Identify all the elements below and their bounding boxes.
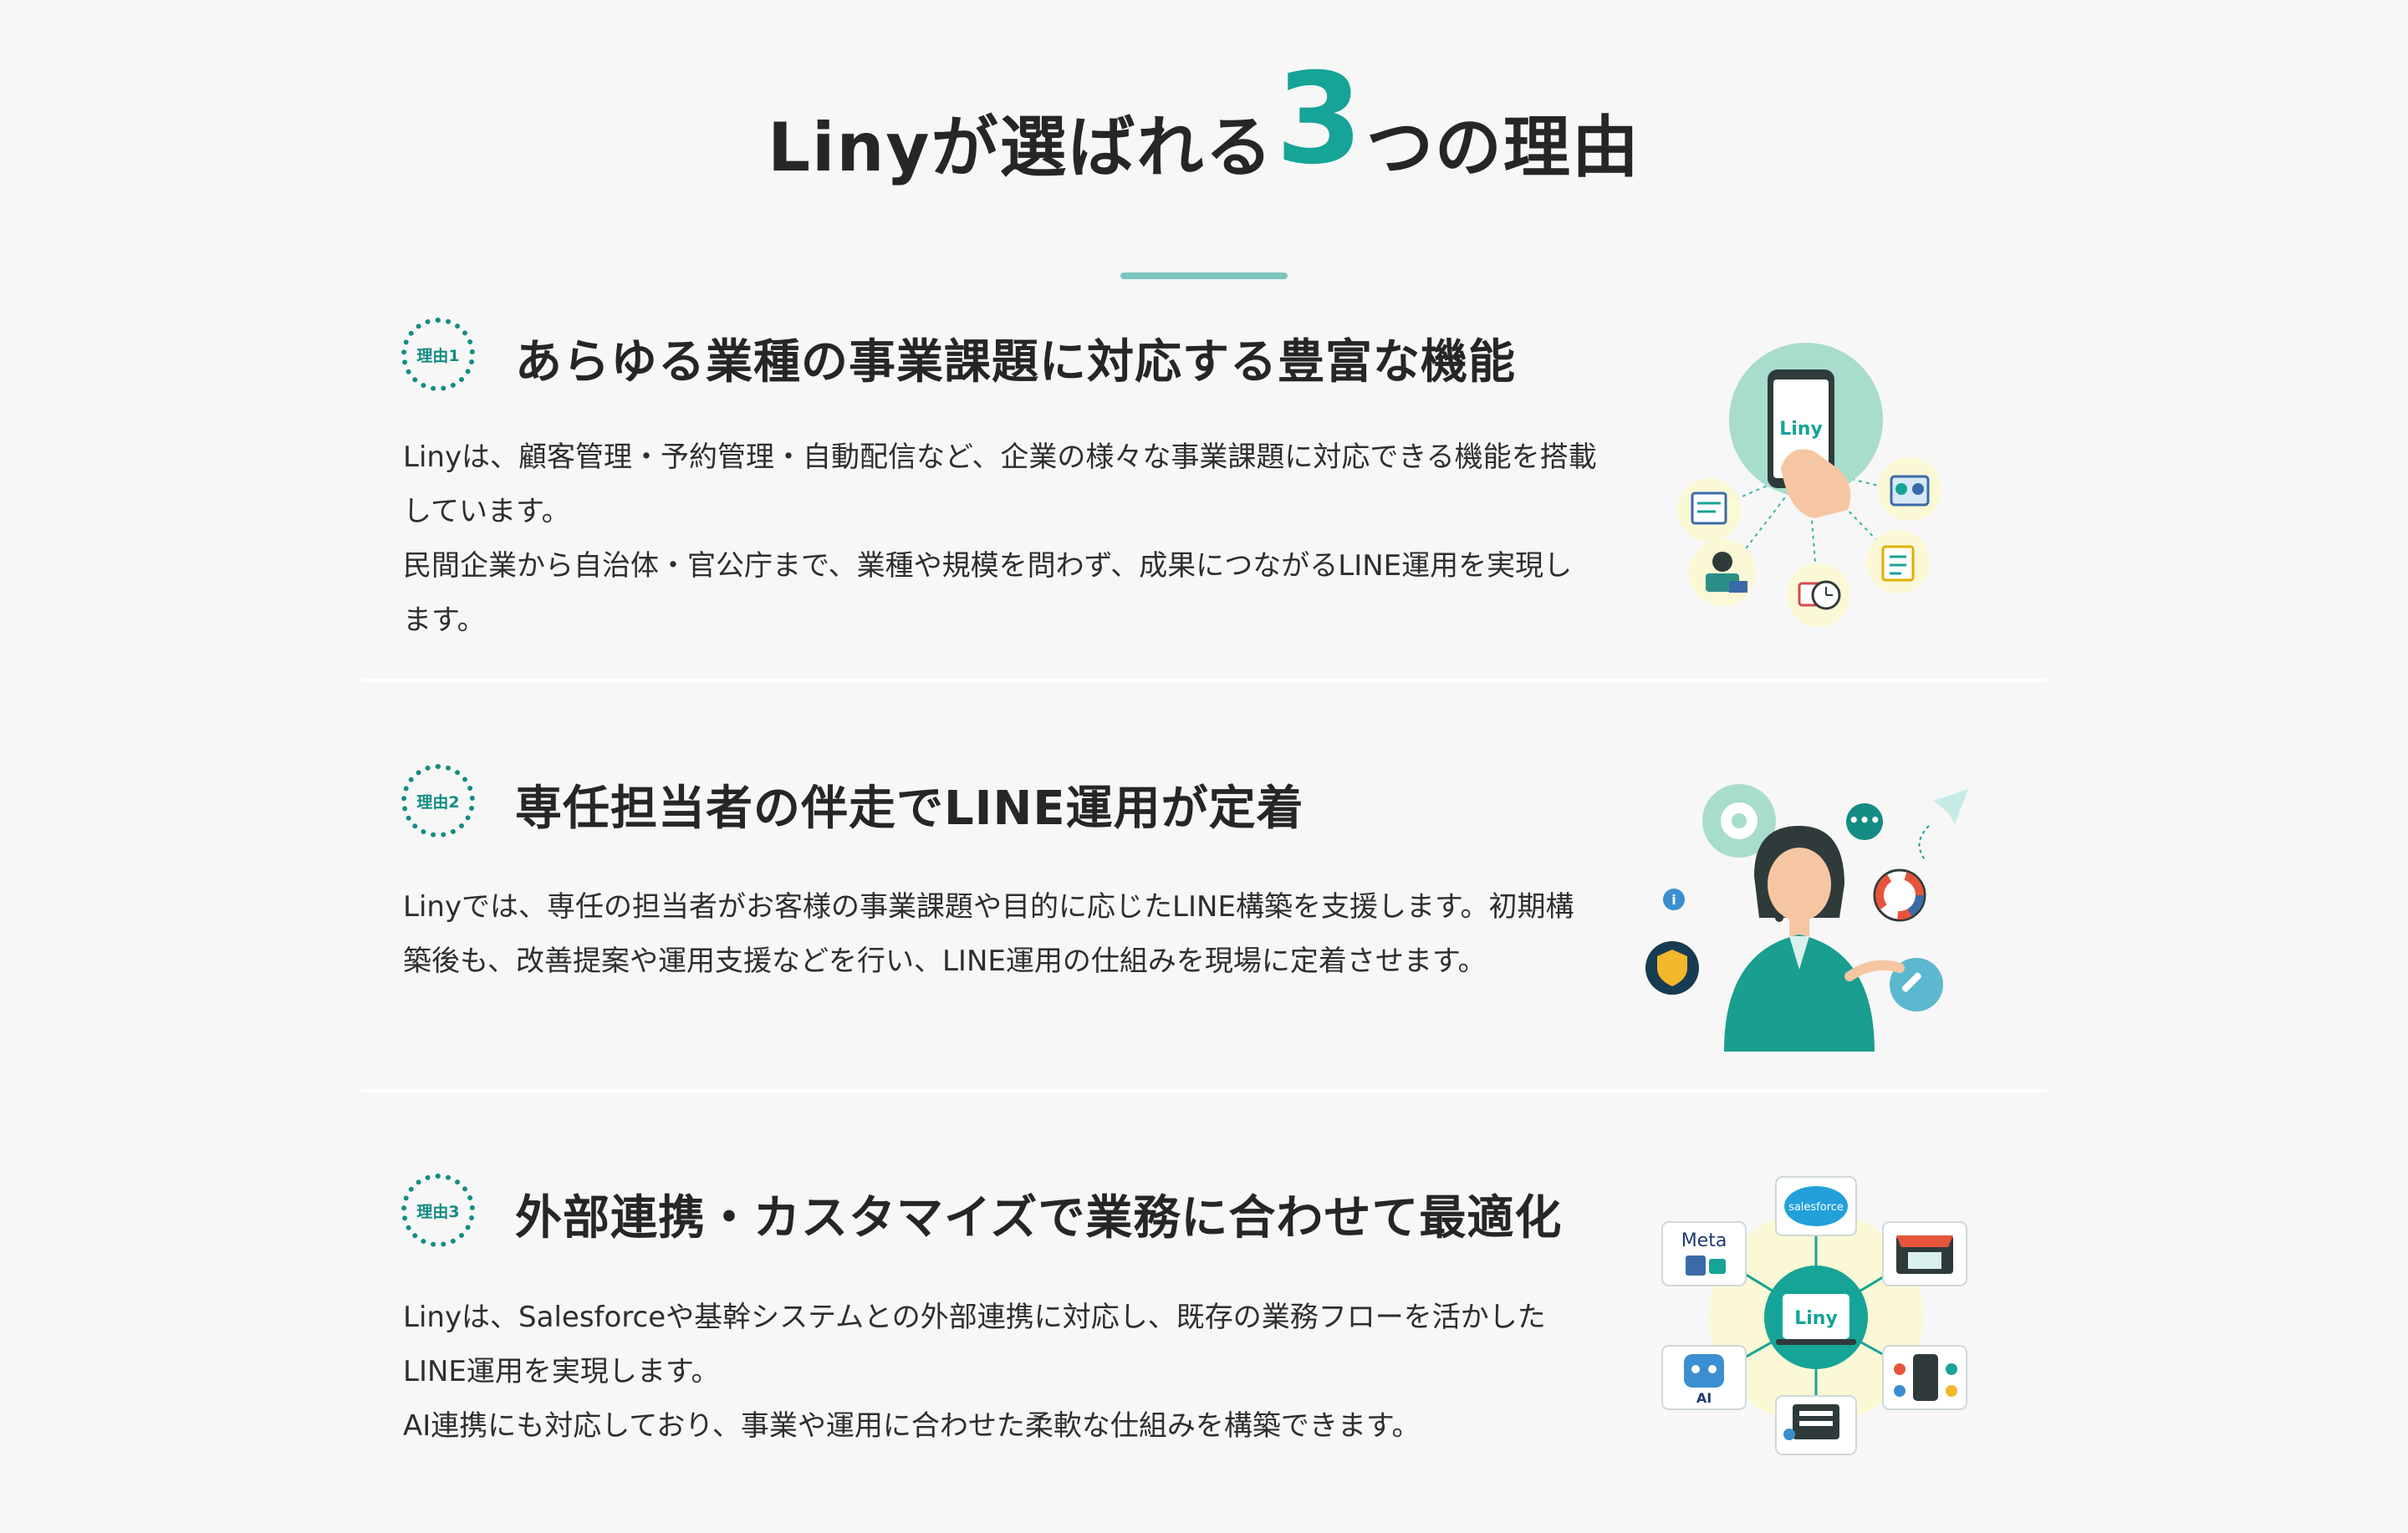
chat-bubble-icon: [1846, 803, 1883, 840]
operator-icon: [1712, 552, 1732, 572]
reason-1-paragraph-2: 民間企業から自治体・官公庁まで、業種や規模を問わず、成果につながるLINE運用を…: [403, 549, 1573, 637]
ai-robot-icon: [1684, 1354, 1724, 1388]
heading-underline: [1120, 272, 1288, 279]
section-heading: Linyが選ばれる3つの理由: [0, 57, 2408, 211]
phone-liny-label: Liny: [1779, 419, 1823, 440]
feature-network-illustration: Liny: [1677, 343, 1941, 627]
svg-text:AI: AI: [1696, 1390, 1712, 1406]
reason-2-paragraph-1: Linyでは、専任の担当者がお客様の事業課題や目的に応じたLINE構築を支援しま…: [403, 890, 1574, 978]
heading-text-pre: Linyが選ばれる: [768, 109, 1274, 186]
svg-text:•••: •••: [1849, 810, 1880, 830]
document-icon: [1691, 491, 1727, 525]
reason-title-3: 外部連携・カスタマイズで業務に合わせて最適化: [515, 1191, 1563, 1245]
reason-1-paragraph-1: Linyは、顧客管理・予約管理・自動配信など、企業の様々な事業課題に対応できる機…: [403, 441, 1597, 528]
svg-text:salesforce: salesforce: [1788, 1201, 1844, 1214]
checklist-icon: [1881, 545, 1915, 582]
reason-badge-2: 理由2: [401, 764, 475, 838]
reason-badge-3: 理由3: [401, 1174, 475, 1247]
operator-face: [1768, 848, 1831, 921]
meta-icon: Meta: [1681, 1230, 1727, 1251]
reason-body-3: Linyは、Salesforceや基幹システムとの外部連携に対応し、既存の業務フ…: [403, 1291, 1599, 1454]
headset-icon: [1758, 867, 1780, 919]
support-staff-illustration: ••• i: [1645, 784, 1968, 1052]
heading-number: 3: [1275, 47, 1365, 192]
operator-suit: [1724, 935, 1875, 1052]
reason-body-2: Linyでは、専任の担当者がお客様の事業課題や目的に応じたLINE構築を支援しま…: [403, 880, 1599, 989]
reason-body-1: Linyは、顧客管理・予約管理・自動配信など、企業の様々な事業課題に対応できる機…: [403, 430, 1599, 648]
reason-title-2: 専任担当者の伴走でLINE運用が定着: [515, 782, 1304, 836]
reason-3-paragraph-2: AI連携にも対応しており、事業や運用に合わせた柔軟な仕組みを構築できます。: [403, 1409, 1421, 1443]
paper-plane-icon: [1933, 789, 1968, 824]
heading-text-post: つの理由: [1365, 109, 1640, 186]
section-divider-1: [361, 679, 2047, 682]
section-divider-2: [361, 1089, 2047, 1092]
info-icon: [1663, 889, 1685, 910]
reason-1: 理由1 あらゆる業種の事業課題に対応する豊富な機能 Linyは、顧客管理・予約管…: [361, 309, 2047, 677]
hand-icon: [1781, 449, 1851, 518]
reason-title-1: あらゆる業種の事業課題に対応する豊富な機能: [515, 335, 1516, 390]
hub-liny-label: Liny: [1794, 1308, 1838, 1329]
reason-3-paragraph-1: Linyは、Salesforceや基幹システムとの外部連携に対応し、既存の業務フ…: [403, 1301, 1546, 1388]
reason-2: 理由2 専任担当者の伴走でLINE運用が定着 Linyでは、専任の担当者がお客様…: [361, 759, 2047, 1093]
salesforce-icon: [1784, 1186, 1848, 1226]
svg-text:i: i: [1671, 892, 1676, 908]
mobile-apps-icon: [1913, 1354, 1938, 1401]
integration-hub-illustration: Liny salesforce Meta AI: [1661, 1176, 1967, 1455]
reason-3: 理由3 外部連携・カスタマイズで業務に合わせて最適化 Linyは、Salesfo…: [361, 1169, 2047, 1533]
reason-badge-1: 理由1: [401, 318, 475, 391]
